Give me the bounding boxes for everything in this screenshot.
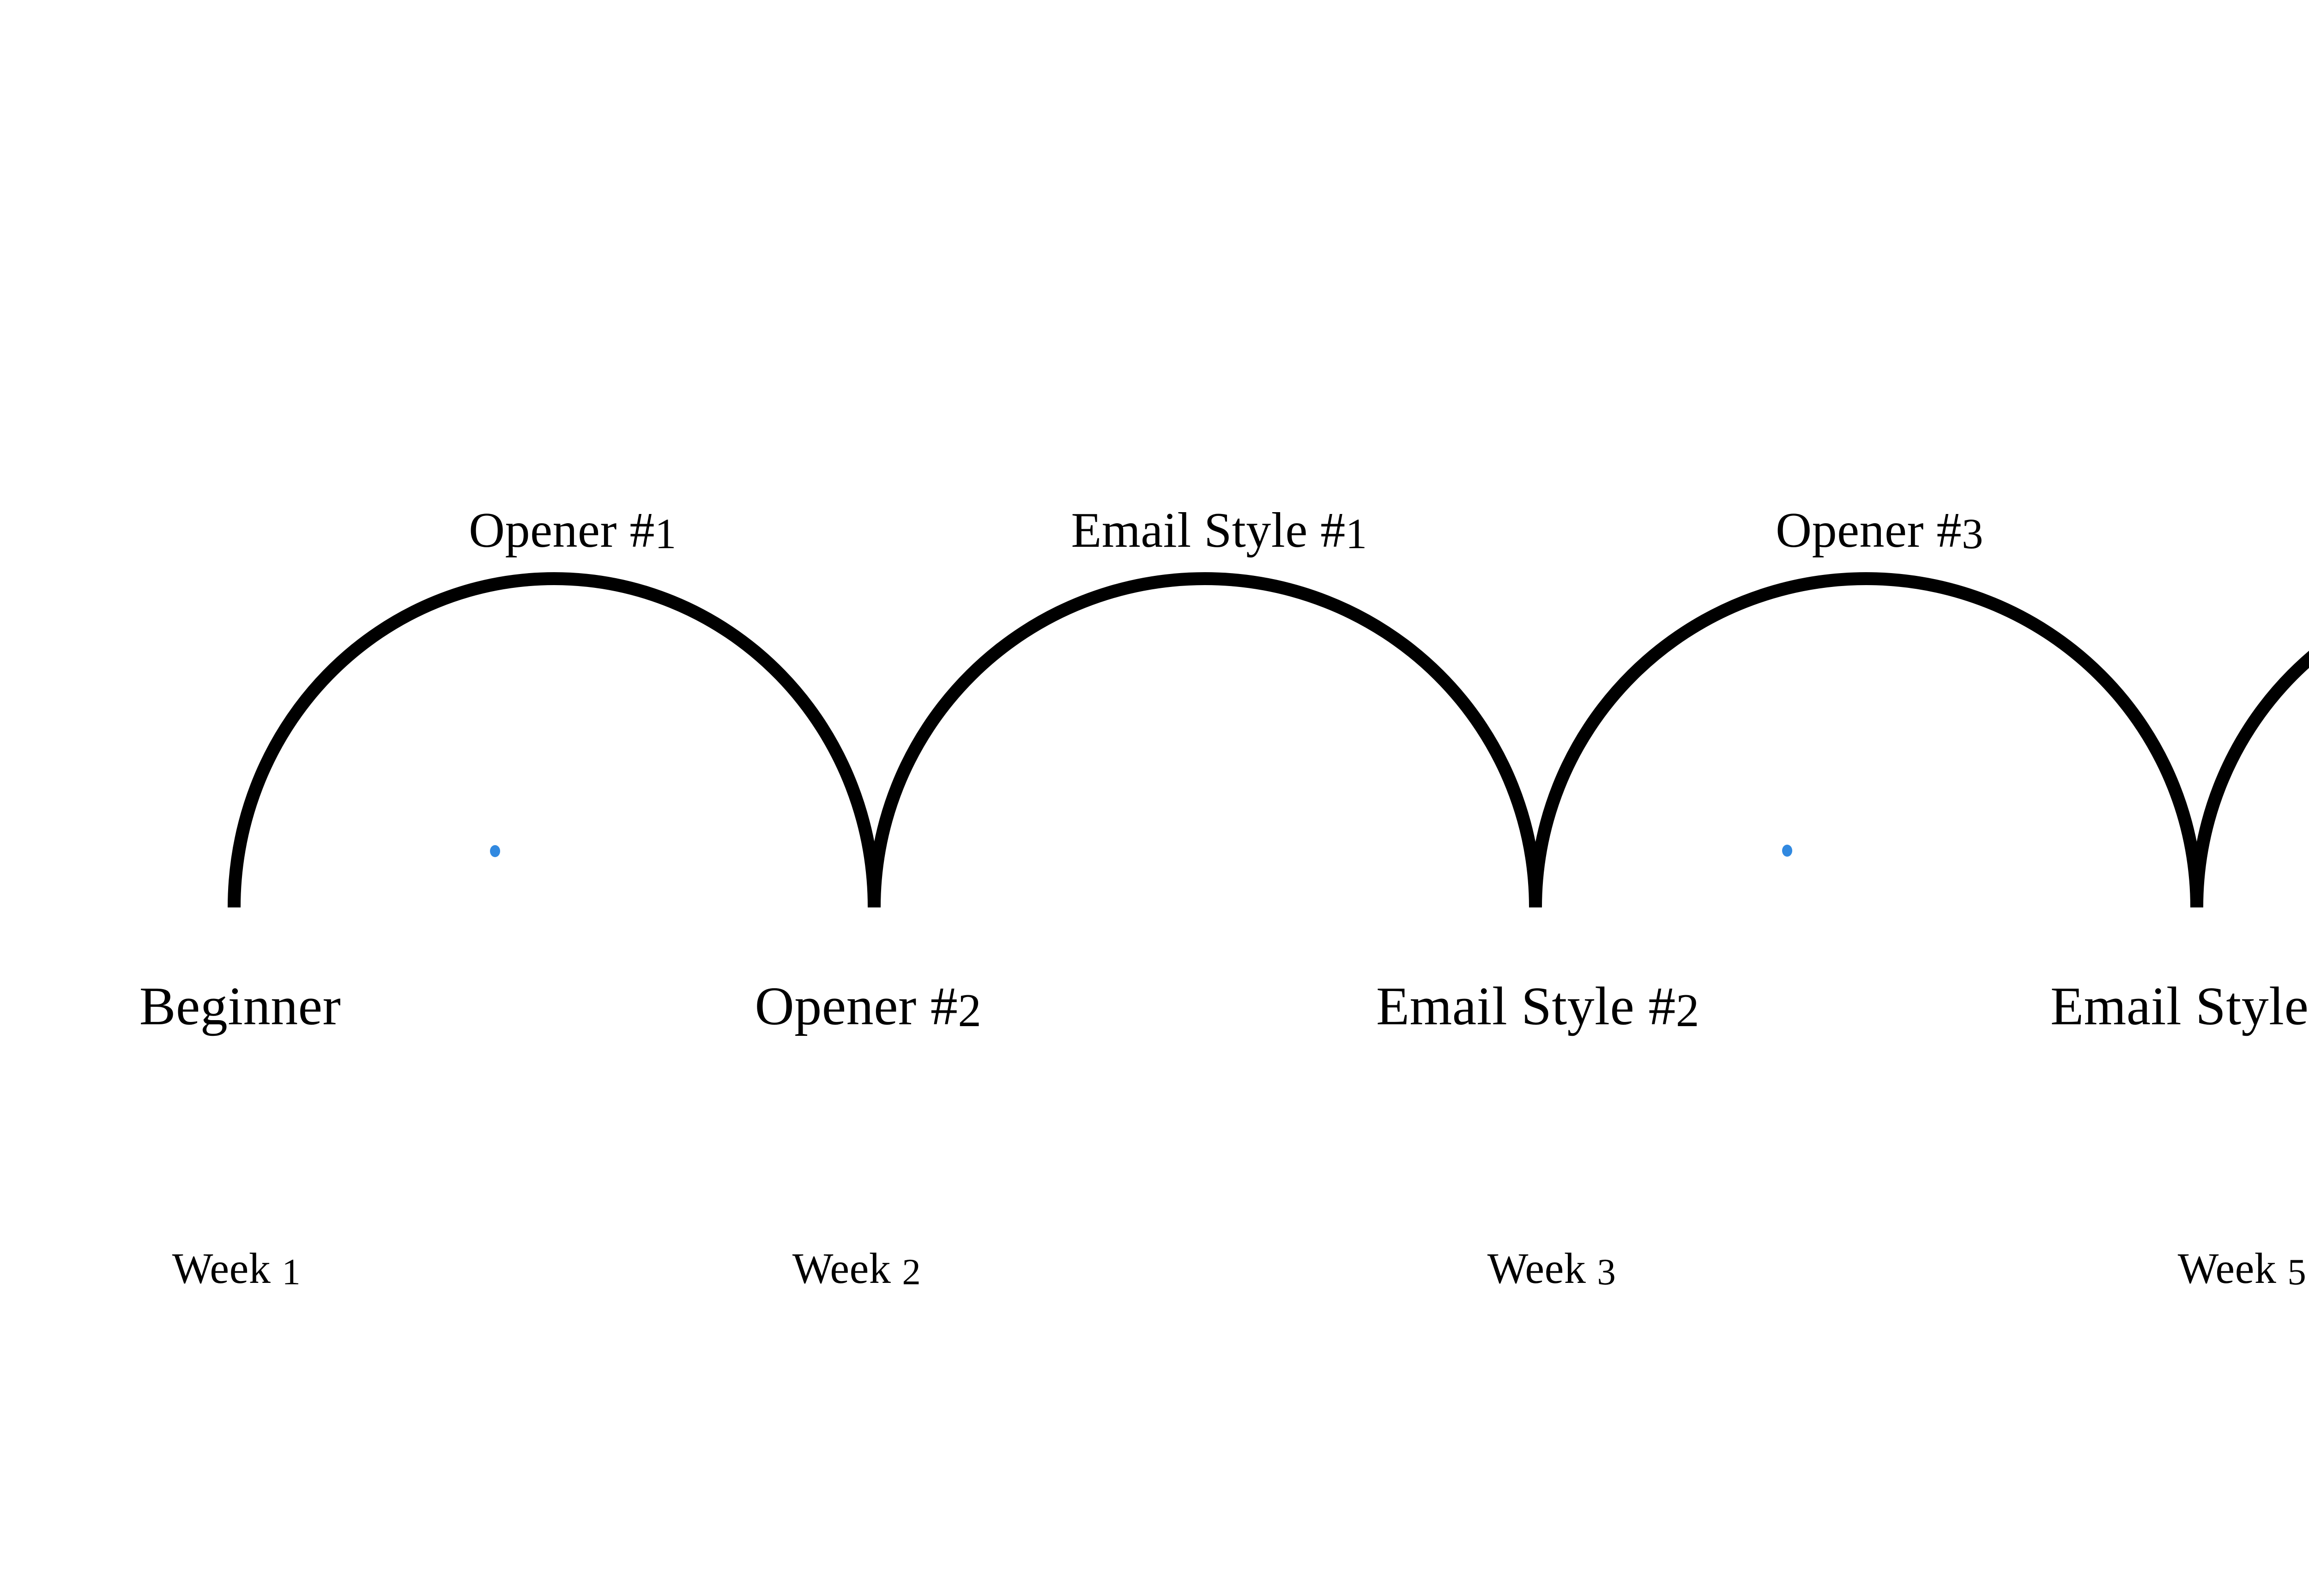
arc-opener-1 [228,572,881,908]
node-label-email-style-2: Email Style #2 [1376,976,1700,1036]
node-label-email-style-3: Email Style #3 [2050,976,2309,1036]
arc-email-style-1 [868,572,1542,908]
blue-dot-1-marker [490,845,500,857]
blue-dot-2-marker [1782,845,1792,857]
node-label-opener-2: Opener #2 [755,976,982,1036]
arc-opener-3 [1529,572,2203,908]
node-label-beginner: Beginner [139,976,341,1036]
week-label-2: Week 2 [792,1245,921,1293]
arc-opener-4 [2190,651,2309,908]
week-label-1: Week 1 [172,1245,301,1293]
arc-label-opener-3: Opener #3 [1776,503,1983,558]
week-label-5: Week 5 [2177,1245,2307,1293]
arc-label-email-style-1: Email Style #1 [1071,503,1367,558]
arc-label-opener-1: Opener #1 [469,503,677,558]
week-label-3: Week 3 [1487,1245,1616,1293]
